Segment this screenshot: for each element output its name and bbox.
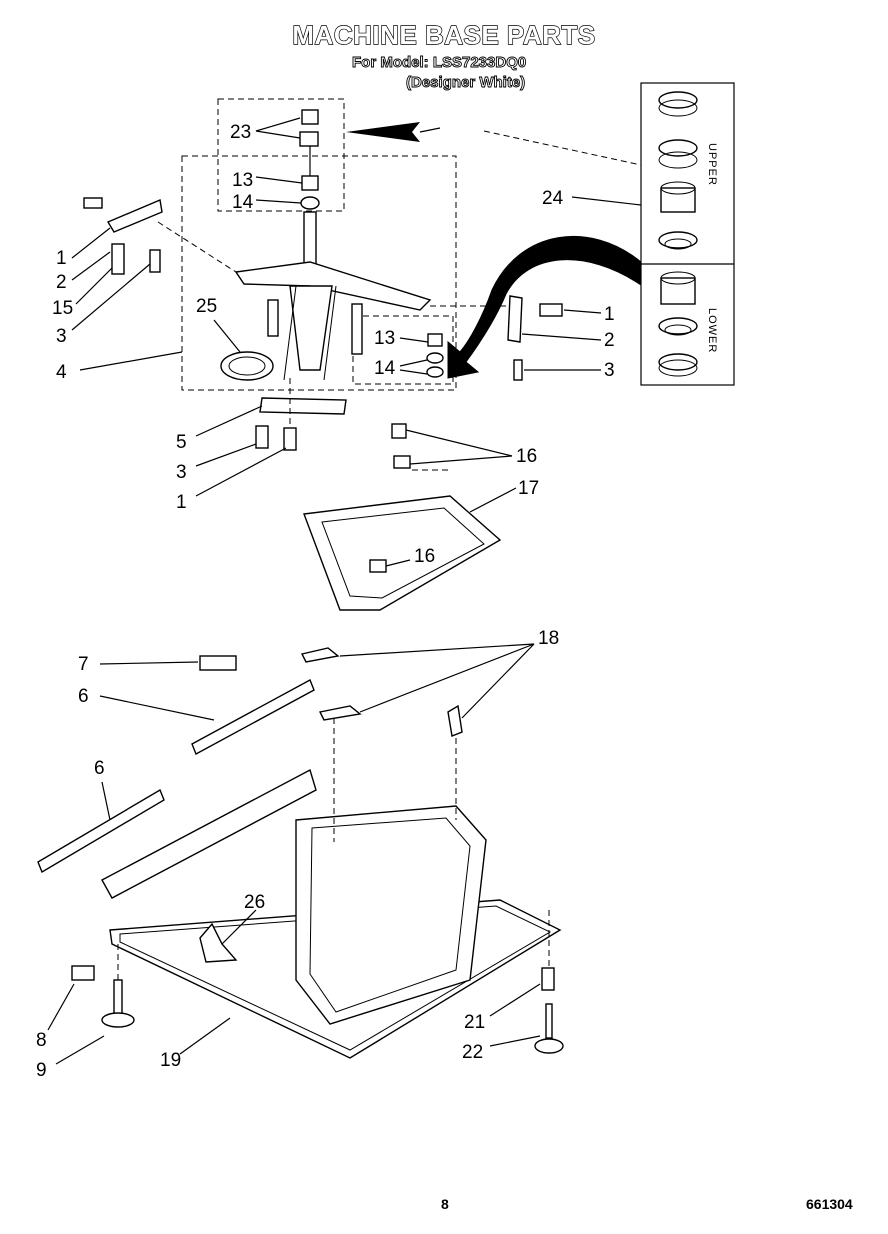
kit-lower-label: LOWER (706, 308, 718, 353)
variant-line: (Designer White) (406, 74, 526, 92)
callout-26: 26 (244, 892, 265, 913)
callout-16-lower: 16 (414, 546, 435, 567)
arrow-to-top-box (346, 122, 420, 142)
callout-21: 21 (464, 1012, 485, 1033)
doc-code: 661304 (806, 1196, 853, 1212)
callout-14: 14 (232, 192, 254, 213)
callout-17: 17 (518, 478, 539, 499)
kit-upper-label: UPPER (706, 143, 718, 186)
callout-16: 16 (516, 446, 537, 467)
callout-3-right: 3 (604, 360, 615, 381)
callout-25: 25 (196, 296, 217, 317)
big-curved-arrow (447, 235, 642, 379)
leveling-legs (71, 910, 564, 1054)
arrow-tail (419, 127, 441, 133)
seal-ring-25 (220, 351, 274, 381)
callout-9: 9 (36, 1060, 47, 1081)
kit-leader-dashed (483, 130, 642, 166)
page-number: 8 (441, 1196, 449, 1212)
callout-3-lower: 3 (176, 462, 187, 483)
suspension-frame-17 (303, 423, 502, 611)
agitator-cam-parts (299, 109, 320, 210)
callout-23: 23 (230, 122, 251, 143)
callout-15: 15 (52, 298, 73, 319)
callout-1: 1 (56, 248, 67, 269)
kit-upper-rings (658, 91, 698, 250)
page-title: MACHINE BASE PARTS (292, 19, 596, 50)
callout-2-right: 2 (604, 330, 615, 351)
callout-5: 5 (176, 432, 187, 453)
callout-18: 18 (538, 628, 559, 649)
kit-box (640, 82, 735, 386)
kit-lower-rings (658, 271, 698, 377)
callout-8: 8 (36, 1030, 47, 1051)
cabinet-base-19 (101, 768, 562, 1059)
inner-parts-13-14 (426, 333, 444, 378)
callout-labels: 1 2 15 3 4 25 13 14 23 24 1 2 3 13 14 5 … (36, 122, 615, 1081)
callout-24: 24 (542, 188, 564, 209)
bracket-parts-6-7-18 (37, 647, 463, 874)
callout-6: 6 (78, 686, 89, 707)
callout-13: 13 (232, 170, 253, 191)
box-gearcase-assembly (181, 155, 457, 391)
callout-3: 3 (56, 326, 67, 347)
model-line: For Model: LSS7233DQ0 (352, 54, 527, 72)
callout-14-inner: 14 (374, 358, 396, 379)
callout-7: 7 (78, 654, 89, 675)
callout-1-right: 1 (604, 304, 615, 325)
lower-bracket-5 (255, 378, 347, 451)
callout-13-inner: 13 (374, 328, 395, 349)
callout-19: 19 (160, 1050, 181, 1071)
callout-1-lower: 1 (176, 492, 187, 513)
gearcase-spider (234, 261, 432, 381)
callout-4: 4 (56, 362, 67, 383)
box-agitator-parts (217, 98, 345, 212)
leader-lines (47, 117, 642, 1065)
callout-6-lower: 6 (94, 758, 105, 779)
brake-bracket-right (430, 295, 563, 381)
brake-bracket-left (83, 197, 237, 275)
callout-2: 2 (56, 272, 67, 293)
callout-22: 22 (462, 1042, 483, 1063)
